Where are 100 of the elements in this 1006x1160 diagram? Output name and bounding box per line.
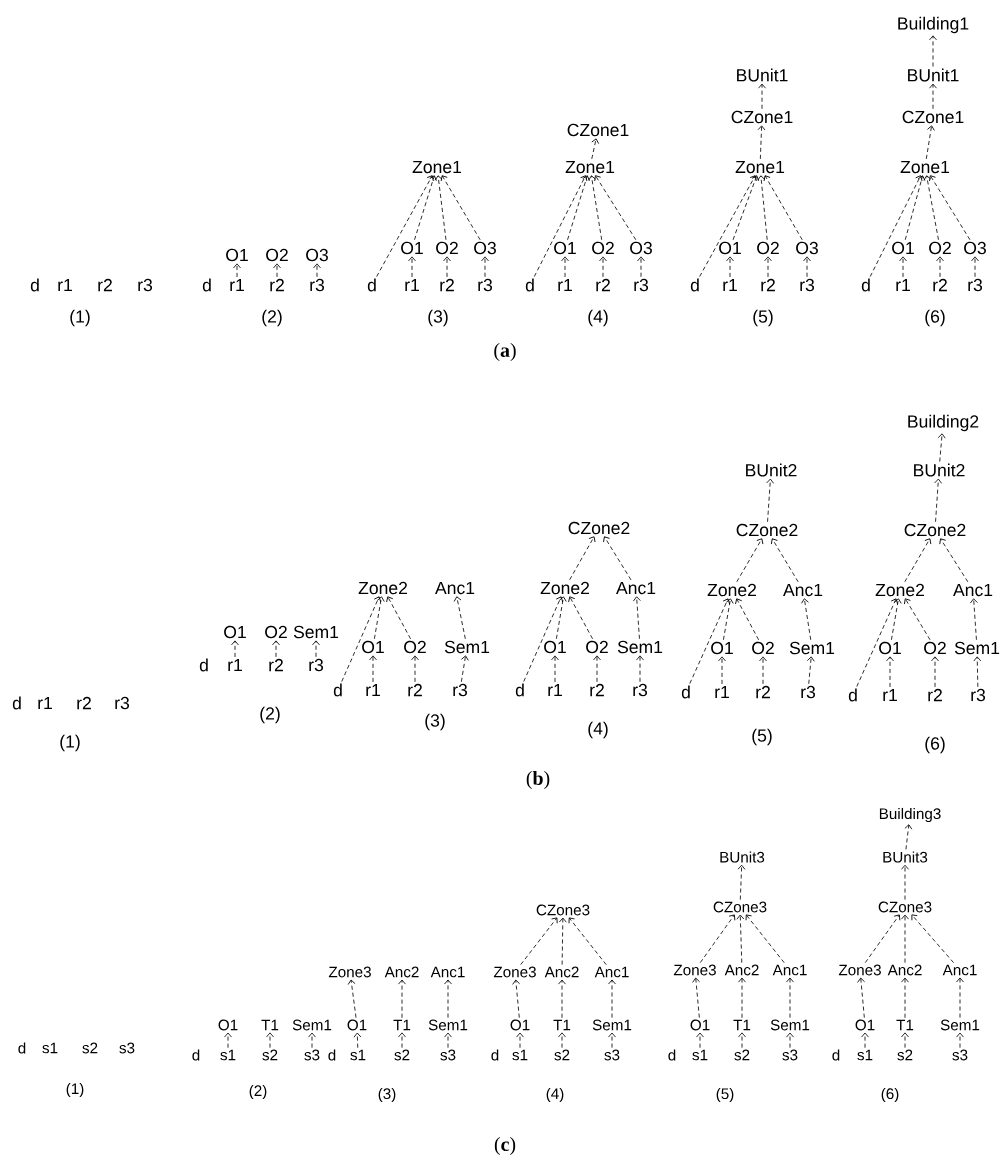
- arrow: [899, 256, 907, 278]
- node-label: s3: [604, 1049, 620, 1061]
- node-label: d: [861, 278, 870, 292]
- arrow: [806, 656, 815, 685]
- node-label: T1: [733, 1019, 751, 1031]
- arrow: [533, 175, 588, 277]
- arrow: [516, 1032, 524, 1049]
- arrow: [801, 598, 812, 641]
- arrow: [925, 125, 935, 160]
- node-label: s2: [262, 1049, 278, 1061]
- node-label: r2: [596, 278, 610, 292]
- arrow: [369, 655, 377, 683]
- node-label: Anc2: [887, 964, 922, 976]
- arrow: [308, 1032, 316, 1049]
- node-label: Anc1: [772, 964, 807, 976]
- node-label: T1: [553, 1019, 571, 1031]
- node-label: Zone1: [900, 160, 950, 174]
- node-label: O3: [964, 241, 986, 255]
- node-label: Anc1: [594, 966, 629, 978]
- node-label: r1: [38, 696, 52, 710]
- node-label: r3: [800, 278, 815, 292]
- arrow: [224, 1032, 232, 1049]
- panel-number: (6): [925, 736, 945, 754]
- arrow: [632, 596, 641, 640]
- node-label: Sem1: [292, 1019, 332, 1031]
- panel-number: (4): [546, 1087, 564, 1103]
- arrow: [353, 1032, 362, 1049]
- node-label: r1: [366, 683, 380, 697]
- node-label: O1: [224, 625, 246, 639]
- node-label: Anc2: [724, 964, 759, 976]
- node-label: Sem1: [789, 641, 835, 655]
- arrow: [758, 83, 766, 110]
- node-label: r1: [228, 658, 242, 672]
- node-label: Sem1: [293, 625, 339, 639]
- arrow: [520, 917, 558, 966]
- node-label: r2: [77, 696, 91, 710]
- node-label: CZone1: [902, 110, 964, 124]
- node-label: s3: [440, 1049, 456, 1061]
- node-label: O1: [554, 241, 576, 255]
- node-label: s1: [350, 1049, 366, 1061]
- node-label: BUnit1: [908, 68, 959, 82]
- arrow: [398, 1032, 406, 1049]
- arrow: [273, 263, 281, 278]
- arrow: [732, 175, 760, 241]
- panel-number: (3): [378, 1087, 396, 1103]
- arrow: [568, 596, 593, 640]
- arrow: [929, 175, 971, 241]
- node-label: CZone3: [536, 904, 590, 916]
- arrow: [901, 864, 909, 901]
- node-label: O1: [218, 1019, 238, 1031]
- arrow: [929, 83, 937, 110]
- arrow: [901, 977, 909, 1019]
- panel-number: (3): [428, 309, 448, 327]
- node-label: Anc1: [953, 583, 993, 597]
- arrow: [411, 655, 419, 683]
- arrow: [312, 640, 320, 658]
- node-label: O1: [855, 1019, 875, 1031]
- arrow: [588, 175, 603, 241]
- node-label: s2: [82, 1042, 98, 1054]
- arrow: [937, 433, 946, 462]
- panel-number: (1): [60, 734, 80, 752]
- node-label: s2: [734, 1049, 750, 1061]
- node-label: r2: [408, 683, 422, 697]
- node-label: O2: [592, 241, 614, 255]
- arrow: [934, 478, 943, 523]
- arrow: [923, 175, 939, 241]
- arrow: [726, 256, 734, 278]
- node-label: s1: [857, 1049, 873, 1061]
- node-label: CZone2: [736, 523, 798, 537]
- arrow: [737, 864, 746, 901]
- node-label: r1: [558, 278, 572, 292]
- node-label: CZone3: [878, 901, 932, 913]
- arrow: [568, 917, 607, 966]
- panel-number: (5): [716, 1087, 734, 1103]
- arrow: [272, 640, 280, 658]
- panel-number: (4): [588, 309, 608, 327]
- node-label: Anc1: [942, 964, 977, 976]
- node-label: Anc1: [616, 581, 656, 595]
- arrow: [481, 256, 489, 278]
- node-label: r1: [230, 278, 244, 292]
- node-label: CZone1: [567, 123, 629, 137]
- node-label: r3: [478, 278, 493, 292]
- arrow: [971, 256, 979, 278]
- arrow: [936, 256, 944, 278]
- node-label: Sem1: [592, 1019, 632, 1031]
- node-label: r1: [723, 278, 737, 292]
- arrow: [558, 1032, 566, 1049]
- arrow: [636, 655, 644, 683]
- arrow: [567, 175, 590, 241]
- arrow: [856, 598, 898, 687]
- arrow: [803, 256, 811, 278]
- node-label: O1: [711, 641, 733, 655]
- node-label: O2: [436, 241, 458, 255]
- panel-number: (6): [881, 1087, 899, 1103]
- arrow: [558, 979, 566, 1019]
- arrow: [939, 538, 969, 583]
- arrow: [444, 1032, 452, 1049]
- node-label: r3: [634, 278, 649, 292]
- panel-number: (5): [752, 728, 772, 746]
- node-label: O2: [924, 641, 946, 655]
